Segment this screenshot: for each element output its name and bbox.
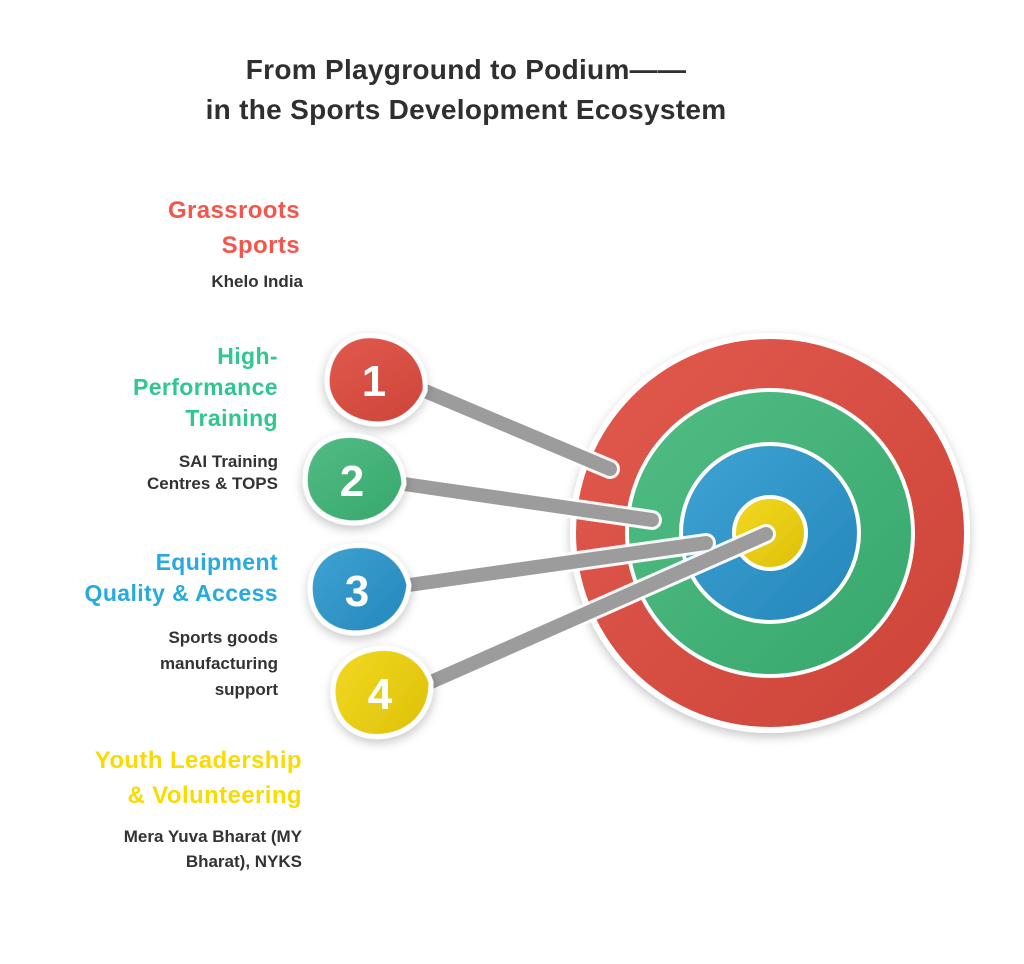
- dart-numbers: 1 2 3 4: [340, 357, 393, 719]
- label-line: Performance: [132, 374, 278, 400]
- label-grassroots-sports: Grassroots Sports: [168, 193, 300, 263]
- label-line: Equipment: [155, 549, 278, 575]
- sublabel-line: support: [214, 680, 278, 699]
- sublabel-line: manufacturing: [159, 654, 278, 673]
- dart-number-1: 1: [362, 357, 386, 406]
- title-line-1: From Playground to Podium——: [245, 54, 687, 85]
- dart-number-2: 2: [340, 457, 364, 506]
- label-line: & Volunteering: [127, 782, 302, 809]
- sublabel-line: Bharat), NYKS: [185, 852, 302, 871]
- dart-marker-2: [302, 432, 407, 526]
- dart-marker-4: [330, 646, 434, 739]
- sublabel-line: Khelo India: [211, 272, 303, 291]
- label-equipment-quality-access: Equipment Quality & Access: [85, 547, 278, 609]
- sublabel-high-performance-training: SAI Training Centres & TOPS: [147, 451, 278, 495]
- label-high-performance-training: High- Performance Training: [133, 341, 278, 434]
- arrow-2-shaft: [397, 477, 659, 527]
- label-line: Quality & Access: [84, 580, 278, 606]
- dart-markers: [302, 333, 434, 739]
- label-line: Grassroots: [167, 197, 300, 224]
- arrow-1-shaft: [418, 384, 617, 476]
- arrow-shafts: [394, 381, 776, 692]
- sublabel-grassroots-sports: Khelo India: [211, 271, 303, 293]
- sublabel-youth-leadership-volunteering: Mera Yuva Bharat (MY Bharat), NYKS: [124, 824, 302, 874]
- sublabel-line: Mera Yuva Bharat (MY: [123, 827, 302, 846]
- page-title: From Playground to Podium—— in the Sport…: [0, 50, 932, 130]
- sublabel-line: SAI Training: [178, 452, 278, 471]
- title-line-2: in the Sports Development Ecosystem: [205, 94, 727, 125]
- dart-number-4: 4: [368, 670, 393, 719]
- label-line: Youth Leadership: [94, 747, 302, 774]
- label-line: Training: [185, 405, 278, 431]
- dart-marker-3: [307, 543, 412, 636]
- dart-number-3: 3: [345, 567, 369, 616]
- arrow-3-shaft: [402, 536, 713, 592]
- label-line: Sports: [221, 232, 300, 259]
- dart-marker-1: [324, 333, 428, 427]
- sublabel-equipment-quality-access: Sports goods manufacturing support: [160, 625, 278, 703]
- label-youth-leadership-volunteering: Youth Leadership & Volunteering: [95, 743, 302, 813]
- label-line: High-: [217, 343, 278, 369]
- sublabel-line: Centres & TOPS: [146, 474, 278, 493]
- arrow-4-shaft: [424, 527, 773, 689]
- sublabel-line: Sports goods: [168, 628, 278, 647]
